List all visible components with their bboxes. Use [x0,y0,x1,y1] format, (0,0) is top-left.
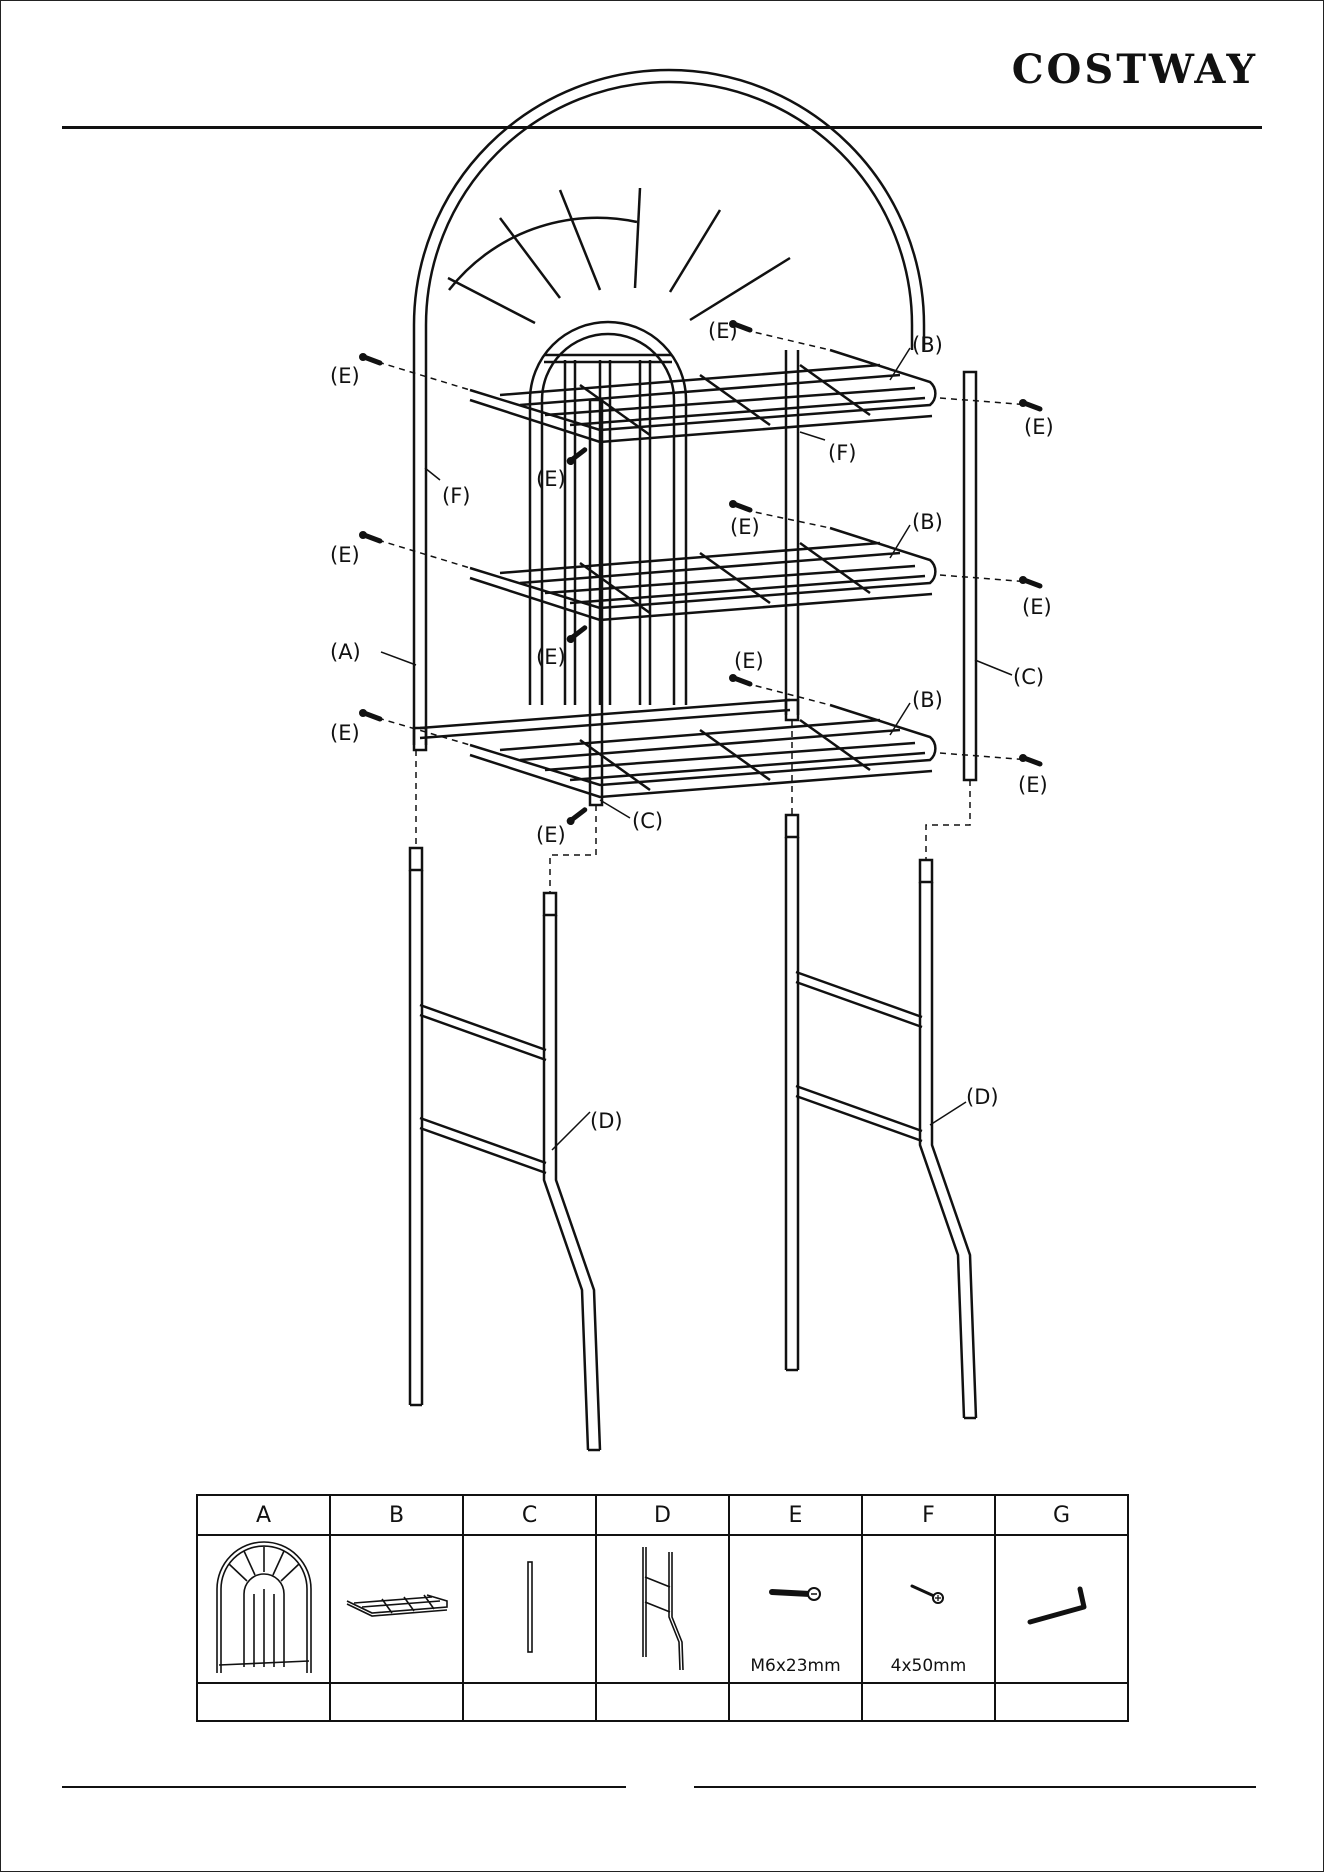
callout-e-mid-center: (E) [730,515,760,539]
callout-f-right: (F) [828,441,856,465]
callout-e-top-right: (E) [1024,415,1054,439]
callout-e-bottom-left: (E) [330,721,360,745]
part-qty-e [729,1683,862,1721]
callout-f-left: (F) [442,484,470,508]
footer-rule-right [694,1786,1256,1788]
callout-e-pole-mid: (E) [536,645,566,669]
part-image-d [596,1535,729,1683]
part-qty-g [995,1683,1128,1721]
callout-e-top-center: (E) [708,319,738,343]
part-image-c [463,1535,596,1683]
part-header-f: F [862,1495,995,1535]
callout-b-bottom: (B) [912,688,943,712]
part-image-b [330,1535,463,1683]
callout-e-pole-top: (E) [536,467,566,491]
callout-e-bottom-right: (E) [1018,773,1048,797]
part-qty-b [330,1683,463,1721]
shelves-b [420,350,935,797]
footer-rule-left [62,1786,626,1788]
part-qty-d [596,1683,729,1721]
part-image-a [197,1535,330,1683]
screws-e [359,320,1040,828]
part-qty-f [862,1683,995,1721]
parts-image-row: M6x23mm 4x50mm [197,1535,1128,1683]
part-size-f: 4x50mm [863,1656,994,1676]
callout-e-mid-left: (E) [330,543,360,567]
callout-b-middle: (B) [912,510,943,534]
callout-d-left: (D) [590,1109,623,1133]
parts-quantity-row [197,1683,1128,1721]
part-header-c: C [463,1495,596,1535]
part-qty-c [463,1683,596,1721]
part-image-e: M6x23mm [729,1535,862,1683]
leader-lines [381,348,1012,1150]
callout-c-front: (C) [632,809,663,833]
callout-e-bottom-center: (E) [734,649,764,673]
legs-d [410,815,976,1450]
part-size-e: M6x23mm [730,1656,861,1676]
callout-e-mid-right: (E) [1022,595,1052,619]
callout-e-pole-bottom: (E) [536,823,566,847]
part-header-a: A [197,1495,330,1535]
part-header-d: D [596,1495,729,1535]
part-image-f: 4x50mm [862,1535,995,1683]
part-header-e: E [729,1495,862,1535]
part-image-g [995,1535,1128,1683]
parts-table: A B C D E F G [196,1494,1129,1722]
callout-a: (A) [330,640,361,664]
part-header-g: G [995,1495,1128,1535]
callout-b-top: (B) [912,333,943,357]
callout-d-right: (D) [966,1085,999,1109]
parts-header-row: A B C D E F G [197,1495,1128,1535]
part-qty-a [197,1683,330,1721]
callout-e-top-left: (E) [330,364,360,388]
assembly-diagram: (A) (B) (B) (B) (C) (C) (D) (D) (E) (E) … [0,0,1324,1480]
part-header-b: B [330,1495,463,1535]
callout-c-right: (C) [1013,665,1044,689]
